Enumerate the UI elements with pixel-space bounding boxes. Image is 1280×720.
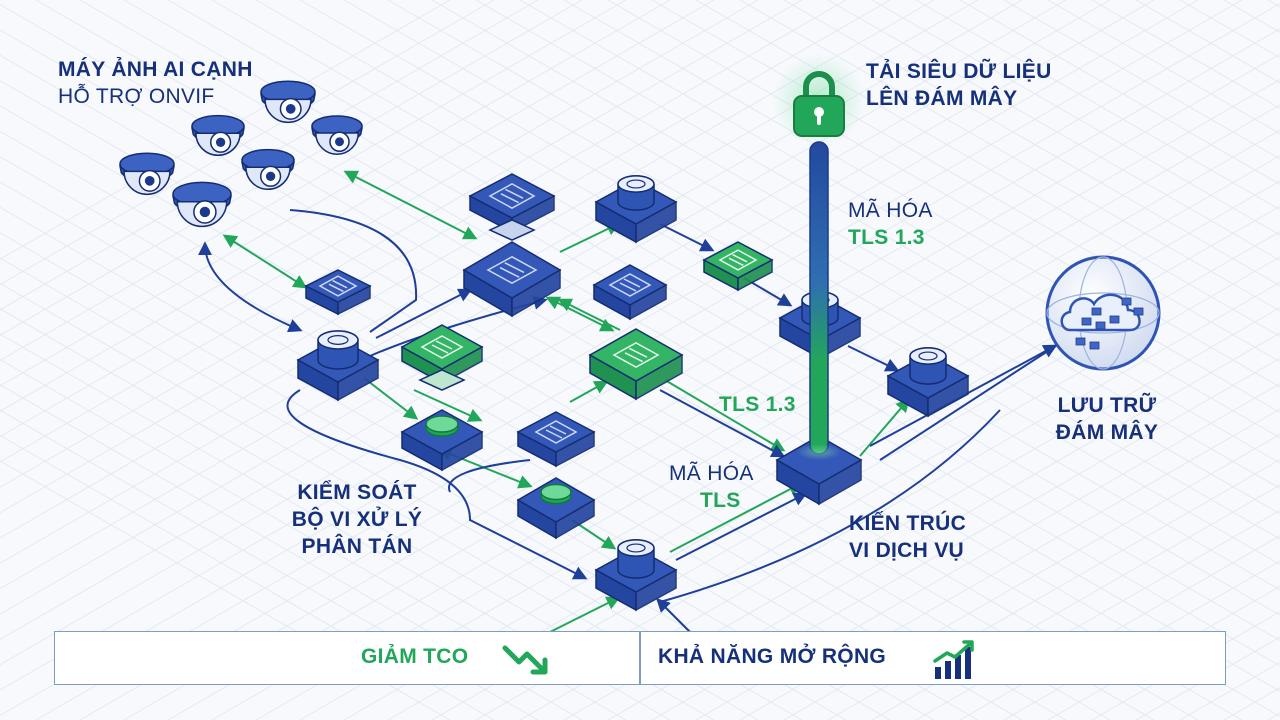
processor-node-left (296, 330, 380, 402)
connection-25 (879, 336, 1071, 461)
connection-21 (669, 482, 803, 553)
upload-label-line2: LÊN ĐÁM MÂY (866, 87, 1018, 110)
connection-18 (286, 389, 588, 580)
connection-13 (847, 345, 900, 372)
connection-lines (198, 170, 1071, 633)
processor-node-right-2 (886, 347, 970, 418)
connection-3 (198, 241, 303, 333)
dome-camera-icon (191, 114, 245, 157)
microservice-label-line1: KIẾN TRÚC (849, 512, 967, 535)
control-label-line1: KIỂM SOÁT (297, 481, 417, 504)
connection-28 (656, 598, 691, 633)
trend-down-icon (502, 645, 548, 675)
microservice-label-line2: VI DỊCH VỤ (849, 539, 965, 562)
dome-camera-icon (241, 148, 295, 191)
bar-chart-up-icon (933, 640, 974, 679)
tls-label-mid: TLS 1.3 (719, 393, 796, 416)
upload-label-line1: TẢI SIÊU DỮ LIỆU (866, 60, 1052, 83)
connection-15 (659, 389, 786, 458)
connection-10 (559, 222, 621, 253)
encrypt-label-low: MÃ HÓA (669, 462, 754, 485)
cloud-storage-icon (1045, 255, 1161, 371)
connection-9 (557, 298, 621, 331)
tls-label-low: TLS (700, 489, 741, 512)
connection-22 (675, 492, 808, 561)
chip-node-2 (468, 173, 556, 234)
connection-1 (363, 377, 419, 420)
hub-node-green (588, 328, 684, 401)
benefits-divider (639, 632, 641, 684)
camera-group (119, 80, 363, 228)
cloud-storage-line2: ĐÁM MÂY (1055, 421, 1159, 444)
storage-node-2 (516, 477, 596, 540)
connection-4 (222, 234, 308, 289)
dome-camera-icon (119, 152, 175, 196)
chip-node-1 (304, 269, 372, 316)
connection-2 (289, 209, 418, 333)
processor-node-top (594, 175, 678, 244)
connection-26 (659, 409, 1001, 603)
connection-6 (375, 288, 473, 339)
benefits-bar: GIẢM TCO KHẢ NĂNG MỞ RỘNG (54, 631, 1226, 685)
edge-camera-subtitle: HỖ TRỢ ONVIF (58, 85, 215, 108)
cloud-storage-line1: LƯU TRỮ (1057, 394, 1157, 417)
tls-label-top: TLS 1.3 (848, 226, 925, 249)
storage-node-1 (400, 409, 484, 472)
connection-27 (549, 596, 621, 633)
scalability-label: KHẢ NĂNG MỞ RỘNG (658, 645, 887, 668)
dome-camera-icon (260, 80, 316, 124)
dome-camera-icon (172, 181, 232, 228)
chip-node-green-1 (702, 241, 774, 292)
connection-14 (664, 379, 786, 452)
lock-icon (793, 71, 845, 137)
connection-11 (659, 223, 715, 252)
chip-node-3 (592, 264, 668, 321)
dome-camera-icon (311, 115, 363, 155)
connection-0 (413, 389, 483, 422)
encrypt-label-top: MÃ HÓA (848, 199, 933, 222)
chip-node-4 (516, 411, 596, 468)
chip-shadow-2 (488, 219, 536, 241)
edge-camera-title: MÁY ẢNH AI CẠNH (58, 58, 253, 81)
chip-shadow-green (418, 369, 466, 391)
processor-node-bottom (594, 539, 678, 612)
microservice-hub (775, 435, 863, 506)
connection-5 (343, 170, 478, 240)
reduce-tco-label: GIẢM TCO (361, 645, 469, 668)
hub-node-1 (462, 241, 562, 318)
control-label-line2: BỘ VI XỬ LÝ (291, 508, 423, 531)
connection-23 (859, 397, 910, 457)
control-label-line3: PHÂN TÁN (301, 535, 413, 558)
connection-19 (448, 459, 531, 493)
connection-17 (569, 380, 609, 403)
